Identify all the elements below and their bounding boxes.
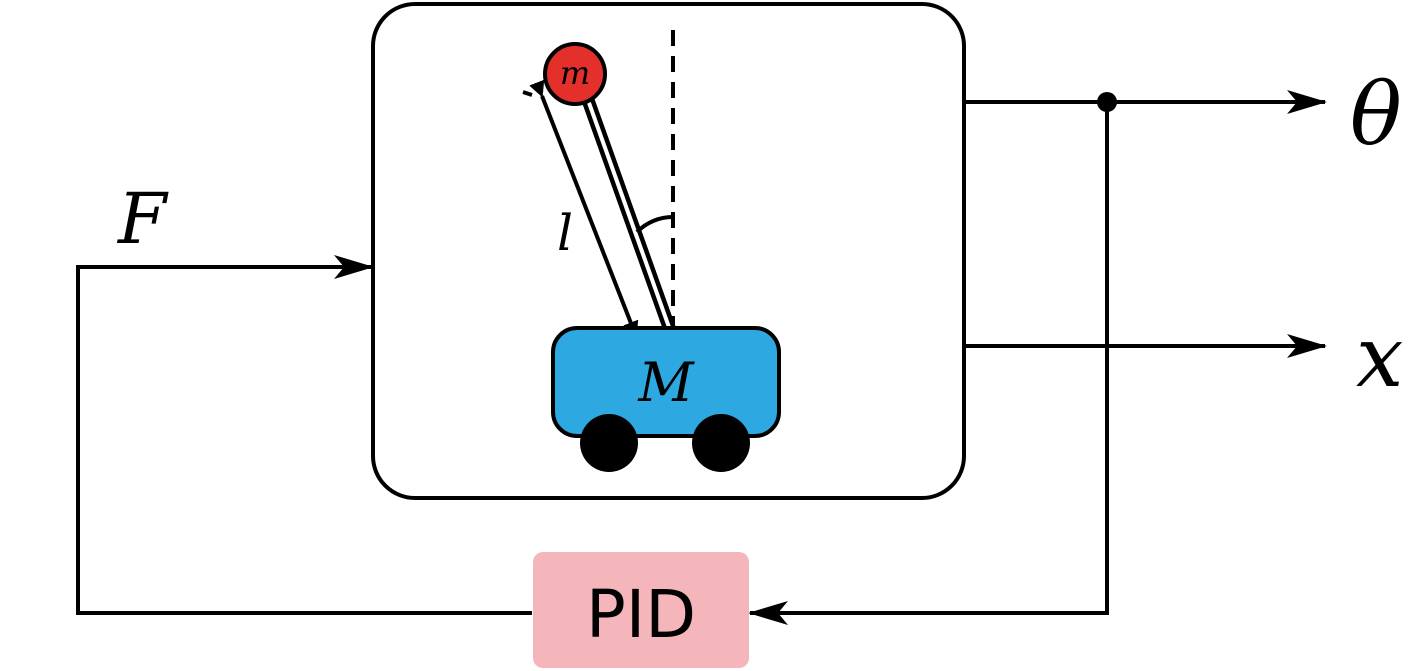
length-tick-top <box>522 90 533 97</box>
pendulum-length-label: l <box>557 204 573 262</box>
angle-arc <box>635 214 674 234</box>
feedback-line <box>748 102 1109 625</box>
pendulum-bob <box>543 42 607 106</box>
feedback-to-input-line <box>76 255 532 615</box>
length-dimension-arrow <box>529 79 639 338</box>
input-force-label: F <box>116 178 169 260</box>
plant-block <box>371 2 966 500</box>
pendulum-mass-label: m <box>560 54 590 92</box>
output-position-label: x <box>1356 308 1403 406</box>
cart-wheel-left <box>580 414 638 472</box>
cart-mass-label: M <box>637 351 695 414</box>
cart-body <box>551 326 781 438</box>
pid-controller-block <box>533 552 749 668</box>
cart-wheel-right <box>692 414 750 472</box>
pid-controller-label: PID <box>586 576 696 653</box>
output-angle-label: θ <box>1350 65 1402 165</box>
